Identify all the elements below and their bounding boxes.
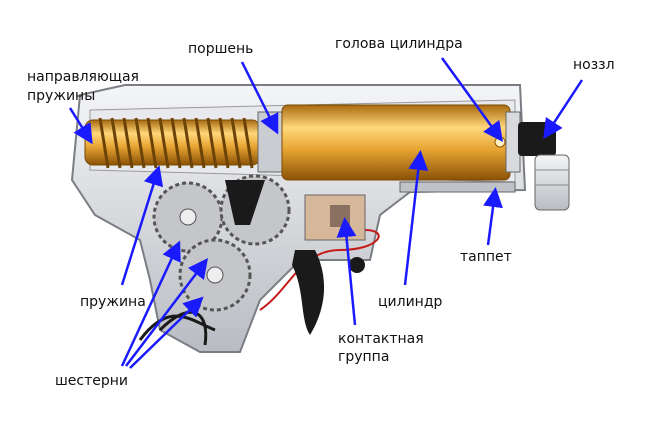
label-tappet: таппет xyxy=(460,249,512,265)
label-gears: шестерни xyxy=(55,373,129,389)
label-piston: поршень xyxy=(188,41,254,57)
cylinder xyxy=(281,104,511,181)
label-spring-guide-2: пружины xyxy=(27,88,96,104)
cylinder-head xyxy=(505,111,521,173)
pointer-arrows xyxy=(68,57,584,369)
trigger xyxy=(292,250,325,335)
label-cylinder-head: голова цилиндра xyxy=(335,36,463,52)
spring xyxy=(98,117,254,169)
label-cylinder: цилиндр xyxy=(378,294,443,310)
label-contact-group-1: контактная xyxy=(338,331,424,347)
label-spring: пружина xyxy=(80,294,146,310)
label-contact-group-2: группа xyxy=(338,349,390,365)
label-spring-guide-1: направляющая xyxy=(27,69,139,85)
tappet-plate xyxy=(399,181,516,193)
label-nozzle: ноззл xyxy=(573,57,615,73)
